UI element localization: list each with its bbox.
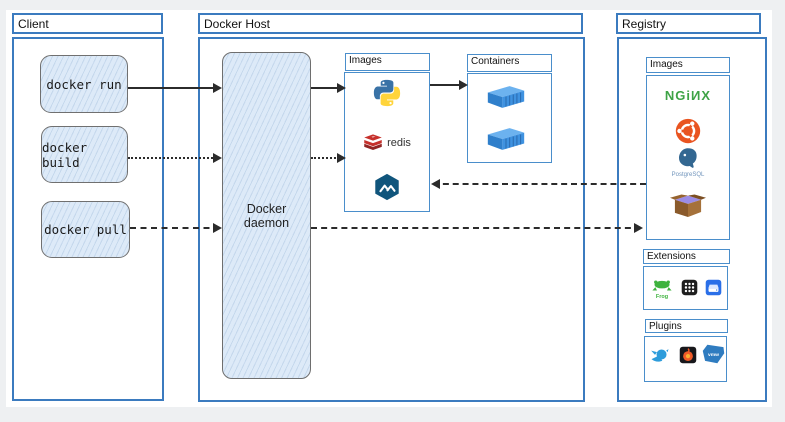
- arrowhead-icon: [213, 223, 222, 233]
- docker-daemon-label: Docker daemon: [243, 201, 290, 230]
- arrowhead-icon: [337, 153, 346, 163]
- arrowhead-icon: [431, 179, 440, 189]
- redis-image-item: redis: [344, 133, 430, 152]
- jfrog-icon: [652, 280, 672, 291]
- alpine-icon: [375, 173, 399, 201]
- app-grid-icon: [681, 279, 698, 296]
- container-icon: [487, 86, 525, 108]
- vmware-label: vmw: [708, 352, 719, 358]
- client-group-title: Client: [12, 13, 163, 34]
- arrowhead-icon: [634, 223, 643, 233]
- host-images-title: Images: [345, 53, 430, 71]
- postgresql-icon: [679, 148, 697, 168]
- arrow-build-to-daemon: [128, 153, 222, 163]
- arrow-daemon-to-registry: [311, 223, 643, 233]
- docker-build-label: docker build: [42, 139, 88, 170]
- arrow-daemon-to-images: [311, 83, 346, 93]
- python-icon: [373, 79, 401, 107]
- arrowhead-icon: [213, 153, 222, 163]
- containers-title: Containers: [467, 54, 552, 72]
- arrowhead-icon: [213, 83, 222, 93]
- arrowhead-icon: [337, 83, 346, 93]
- docker-host-group-title: Docker Host: [198, 13, 583, 34]
- grafana-icon: [679, 346, 697, 364]
- extensions-title: Extensions: [643, 249, 730, 264]
- arrow-registry-to-host-images: [431, 179, 646, 189]
- bird-icon: [651, 349, 669, 362]
- docker-pull-node: docker pull: [41, 201, 130, 258]
- docker-daemon-node: Docker daemon: [222, 52, 311, 379]
- nginx-wordmark: NGiИX: [664, 88, 712, 103]
- arrow-daemon-build-to-images: [311, 153, 346, 163]
- arrow-images-to-containers: [430, 80, 468, 90]
- container-icon: [487, 128, 525, 150]
- arrow-pull-to-daemon: [130, 223, 222, 233]
- arrowhead-icon: [459, 80, 468, 90]
- redis-icon: [364, 134, 382, 150]
- registry-group-title: Registry: [616, 13, 761, 34]
- arrow-run-to-daemon: [128, 83, 222, 93]
- registry-images-title: Images: [646, 57, 730, 73]
- package-box-icon: [670, 194, 706, 217]
- vmware-icon: vmw: [702, 344, 725, 364]
- postgresql-label: PostgreSQL: [671, 172, 705, 178]
- docker-run-node: docker run: [40, 55, 128, 113]
- jfrog-label: Frog: [655, 294, 669, 300]
- redis-label: redis: [387, 136, 411, 149]
- ubuntu-icon: [675, 118, 701, 144]
- docker-build-node: docker build: [41, 126, 128, 183]
- plugins-title: Plugins: [645, 319, 728, 333]
- docker-run-label: docker run: [46, 76, 122, 92]
- drive-app-icon: [705, 279, 722, 296]
- docker-pull-label: docker pull: [44, 222, 127, 237]
